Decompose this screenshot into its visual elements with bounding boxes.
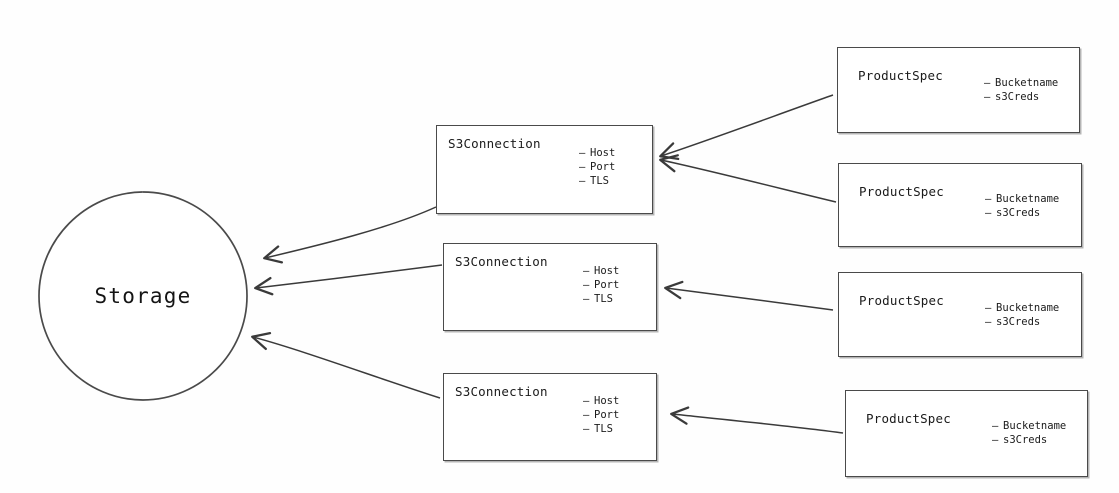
attr-dash-icon: – — [985, 193, 992, 205]
productspec-attrs-2: –Bucketname –s3Creds — [985, 192, 1059, 220]
attr-tls-3: –TLS — [583, 422, 619, 436]
attr-label: s3Creds — [996, 316, 1041, 328]
attr-dash-icon: – — [583, 279, 590, 291]
attr-label: s3Creds — [1003, 434, 1048, 446]
s3connection-title-3: S3Connection — [455, 384, 548, 399]
s3connection-box-3[interactable]: S3Connection –Host –Port –TLS — [443, 373, 657, 461]
attr-label: Bucketname — [996, 193, 1060, 205]
edge-conn3-to-storage — [251, 332, 441, 399]
s3connection-box-1[interactable]: S3Connection –Host –Port –TLS — [436, 125, 653, 214]
s3connection-attrs-1: –Host –Port –TLS — [579, 146, 615, 188]
attr-dash-icon: – — [579, 175, 586, 187]
attr-dash-icon: – — [992, 420, 999, 432]
s3connection-title-1: S3Connection — [448, 136, 541, 151]
attr-dash-icon: – — [583, 423, 590, 435]
attr-label: s3Creds — [995, 91, 1040, 103]
attr-label: Host — [594, 395, 620, 407]
attr-label: TLS — [594, 293, 613, 305]
attr-label: s3Creds — [996, 207, 1041, 219]
attr-label: Bucketname — [995, 77, 1059, 89]
storage-circle-outline — [38, 191, 248, 401]
storage-node[interactable]: Storage — [36, 189, 250, 403]
attr-port-1: –Port — [579, 160, 615, 174]
edge-spec2-to-conn1 — [659, 154, 837, 203]
attr-tls-1: –TLS — [579, 174, 615, 188]
attr-label: Bucketname — [996, 302, 1060, 314]
attr-bucketname-2: –Bucketname — [985, 192, 1059, 206]
attr-tls-2: –TLS — [583, 292, 619, 306]
attr-host-2: –Host — [583, 264, 619, 278]
attr-dash-icon: – — [579, 161, 586, 173]
attr-dash-icon: – — [583, 293, 590, 305]
attr-dash-icon: – — [985, 207, 992, 219]
productspec-box-1[interactable]: ProductSpec –Bucketname –s3Creds — [837, 47, 1080, 133]
attr-label: Port — [594, 279, 620, 291]
productspec-title-2: ProductSpec — [859, 184, 944, 199]
attr-dash-icon: – — [583, 265, 590, 277]
productspec-title-4: ProductSpec — [866, 411, 951, 426]
attr-dash-icon: – — [984, 77, 991, 89]
edge-spec3-to-conn2 — [664, 280, 834, 311]
edge-spec1-to-conn1 — [659, 94, 834, 161]
edge-conn2-to-storage — [254, 264, 443, 296]
productspec-attrs-1: –Bucketname –s3Creds — [984, 76, 1058, 104]
edge-conn1-to-storage — [263, 206, 437, 264]
s3connection-title-2: S3Connection — [455, 254, 548, 269]
attr-label: TLS — [594, 423, 613, 435]
s3connection-box-2[interactable]: S3Connection –Host –Port –TLS — [443, 243, 657, 331]
attr-port-3: –Port — [583, 408, 619, 422]
attr-label: Port — [594, 409, 620, 421]
attr-dash-icon: – — [984, 91, 991, 103]
productspec-box-4[interactable]: ProductSpec –Bucketname –s3Creds — [845, 390, 1088, 477]
attr-dash-icon: – — [985, 302, 992, 314]
productspec-attrs-3: –Bucketname –s3Creds — [985, 301, 1059, 329]
attr-label: Host — [590, 147, 616, 159]
attr-label: Bucketname — [1003, 420, 1067, 432]
attr-dash-icon: – — [583, 409, 590, 421]
attr-dash-icon: – — [579, 147, 586, 159]
s3connection-attrs-3: –Host –Port –TLS — [583, 394, 619, 436]
storage-label: Storage — [94, 284, 192, 308]
attr-s3creds-3: –s3Creds — [985, 315, 1059, 329]
s3connection-attrs-2: –Host –Port –TLS — [583, 264, 619, 306]
attr-s3creds-1: –s3Creds — [984, 90, 1058, 104]
productspec-box-3[interactable]: ProductSpec –Bucketname –s3Creds — [838, 272, 1082, 357]
attr-port-2: –Port — [583, 278, 619, 292]
attr-dash-icon: – — [985, 316, 992, 328]
attr-bucketname-3: –Bucketname — [985, 301, 1059, 315]
productspec-box-2[interactable]: ProductSpec –Bucketname –s3Creds — [838, 163, 1082, 247]
attr-bucketname-1: –Bucketname — [984, 76, 1058, 90]
edge-spec4-to-conn3 — [670, 406, 844, 434]
attr-label: TLS — [590, 175, 609, 187]
attr-s3creds-4: –s3Creds — [992, 433, 1066, 447]
attr-dash-icon: – — [992, 434, 999, 446]
productspec-attrs-4: –Bucketname –s3Creds — [992, 419, 1066, 447]
attr-label: Port — [590, 161, 616, 173]
productspec-title-1: ProductSpec — [858, 68, 943, 83]
attr-bucketname-4: –Bucketname — [992, 419, 1066, 433]
attr-host-3: –Host — [583, 394, 619, 408]
attr-host-1: –Host — [579, 146, 615, 160]
attr-dash-icon: – — [583, 395, 590, 407]
attr-label: Host — [594, 265, 620, 277]
attr-s3creds-2: –s3Creds — [985, 206, 1059, 220]
productspec-title-3: ProductSpec — [859, 293, 944, 308]
